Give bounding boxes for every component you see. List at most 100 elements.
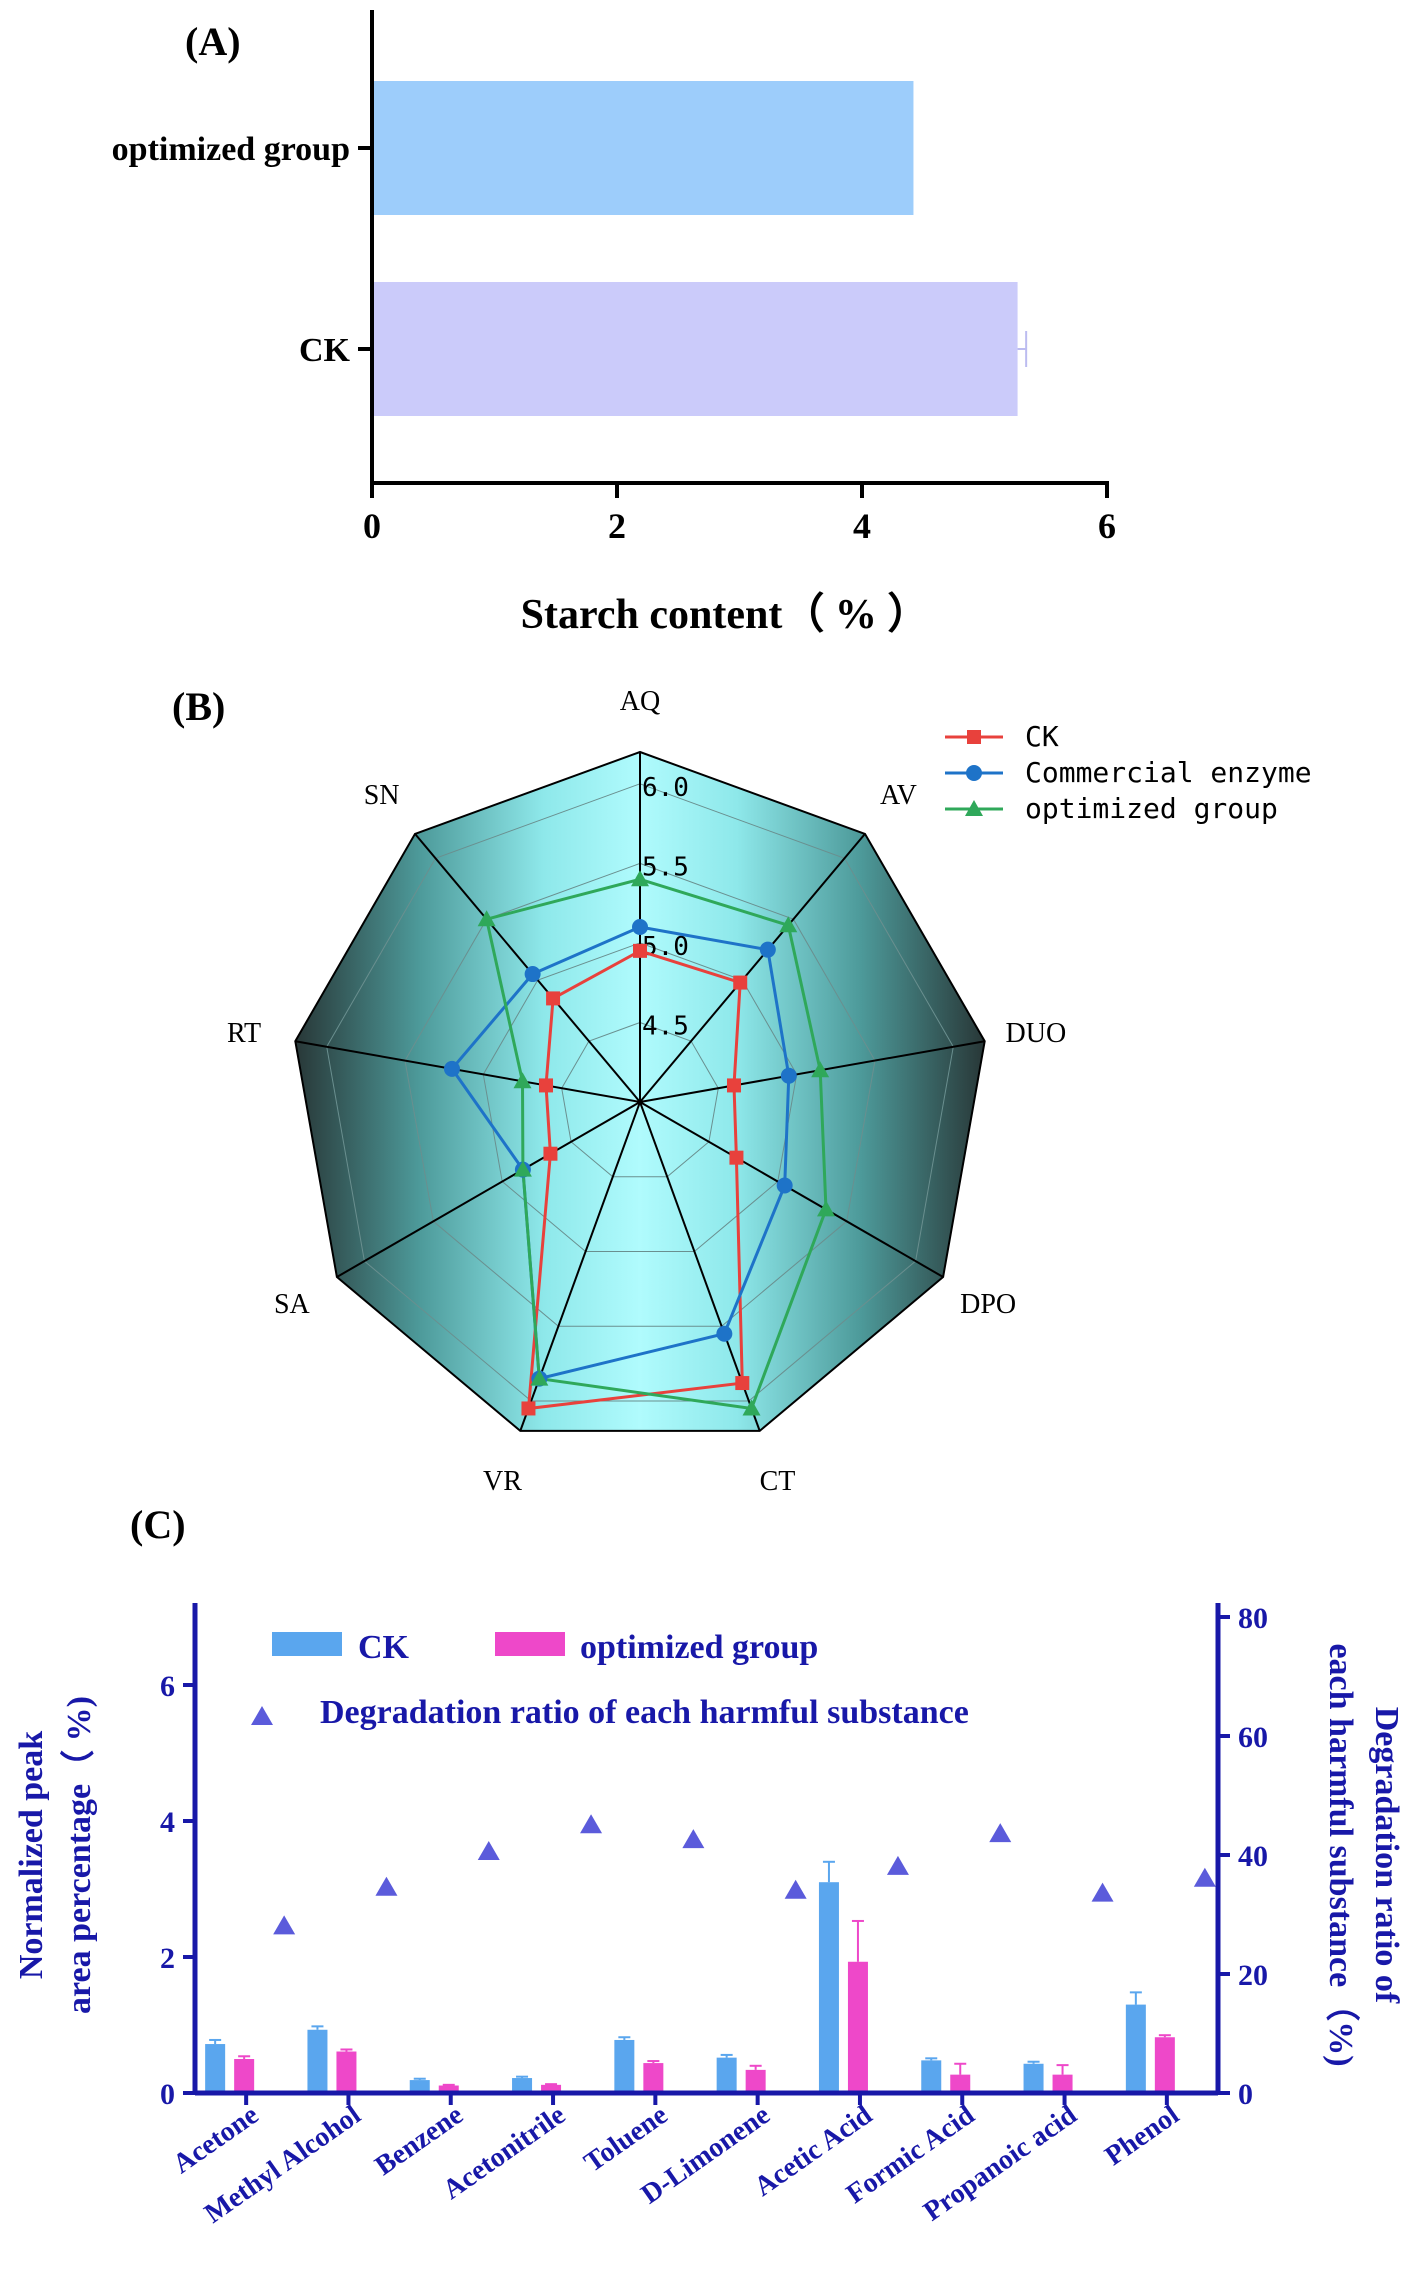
left-y-tick-label: 4 <box>160 1806 175 1839</box>
panel-a-x-axis-title: Starch content（ % ） <box>521 591 930 638</box>
data-point-ck-aq <box>633 943 647 958</box>
bar-ck-benzene <box>409 2080 430 2093</box>
right-y-tick-label: 0 <box>1238 2078 1253 2111</box>
bar-ck-toluene <box>614 2039 635 2093</box>
x-tick-label: 2 <box>608 506 626 546</box>
series-line-commercial-enzyme <box>450 925 791 1381</box>
axis-label-ct: CT <box>760 1466 796 1497</box>
degradation-point-phenol <box>1193 1867 1216 1887</box>
legend-label: CK <box>1025 720 1059 753</box>
axis-label-sn: SN <box>364 780 400 811</box>
axis-label-rt: RT <box>227 1018 261 1049</box>
data-point-optimized-group-duo <box>811 1061 830 1078</box>
bar-optimized-methyl-alcohol <box>336 2051 357 2093</box>
left-y-tick-label: 6 <box>160 1670 175 1703</box>
bar-optimized-group <box>372 81 914 215</box>
legend-label-degradation: Degradation ratio of each harmful substa… <box>320 1694 969 1731</box>
panel-b: (B) 4.55.05.56.0AQAVDUODPOCTVRSARTSNCKCo… <box>172 684 1312 1497</box>
legend-marker-degradation <box>251 1706 273 1725</box>
radial-tick-label: 6.0 <box>642 773 689 803</box>
radar-grid-ring <box>404 862 876 1327</box>
radar-spoke <box>295 1040 641 1103</box>
x-tick-label: 4 <box>853 506 871 546</box>
series-line-ck <box>526 949 744 1411</box>
right-y-tick-label: 60 <box>1238 1721 1268 1754</box>
data-point-commercial-enzyme-sn <box>524 966 541 983</box>
panel-c-label: (C) <box>130 1502 186 1547</box>
right-y-tick-label: 20 <box>1238 1959 1268 1992</box>
y-tick-label: CK <box>299 332 351 369</box>
radial-tick-label: 5.5 <box>642 852 689 882</box>
radar-grid-ring <box>326 783 954 1402</box>
data-point-optimized-group-vr <box>530 1369 549 1386</box>
data-point-ck-av <box>733 975 748 990</box>
bar-optimized-d-limonene <box>745 2069 766 2093</box>
legend-label-ck: CK <box>358 1629 410 1666</box>
data-point-ck-rt <box>538 1078 553 1093</box>
data-point-commercial-enzyme-ct <box>716 1325 733 1342</box>
axis-label-sa: SA <box>274 1289 311 1320</box>
data-point-ck-sa <box>543 1146 558 1161</box>
bar-ck-methyl-alcohol <box>307 2029 328 2093</box>
radar-grid-ring <box>561 1021 719 1178</box>
y-tick-label: optimized group <box>112 131 350 168</box>
bar-optimized-acetonitrile <box>541 2084 562 2093</box>
data-point-optimized-group-ct <box>742 1399 761 1416</box>
data-point-optimized-group-sn <box>477 910 496 927</box>
radar-spoke <box>639 1040 985 1103</box>
bar-ck <box>372 282 1018 416</box>
x-tick-label: Toluene <box>579 2099 674 2178</box>
bar-optimized-acetone <box>234 2059 255 2093</box>
data-point-commercial-enzyme-av <box>759 941 776 958</box>
right-y-axis-title: each harmful substance（%) <box>1322 1643 1361 2066</box>
bar-ck-acetonitrile <box>512 2078 533 2093</box>
data-point-commercial-enzyme-rt <box>443 1060 460 1077</box>
left-y-axis-title: Normalized peak <box>13 1731 50 1979</box>
bar-ck-acetone <box>205 2044 226 2093</box>
legend-label-optimized: optimized group <box>580 1629 818 1666</box>
bar-ck-formic-acid <box>921 2060 942 2093</box>
legend-swatch-ck <box>272 1632 342 1656</box>
degradation-point-formic-acid <box>989 1823 1012 1843</box>
panel-b-label: (B) <box>172 684 225 729</box>
data-point-optimized-group-sa <box>513 1160 532 1177</box>
bar-optimized-toluene <box>643 2063 664 2093</box>
degradation-point-methyl-alcohol <box>375 1876 398 1896</box>
bar-optimized-formic-acid <box>950 2074 971 2093</box>
data-point-optimized-group-aq <box>631 870 649 887</box>
axis-label-dpo: DPO <box>960 1289 1016 1320</box>
x-tick-label: Phenol <box>1100 2099 1186 2172</box>
bar-ck-phenol <box>1125 2004 1146 2093</box>
legend-label: optimized group <box>1025 792 1278 825</box>
legend-marker <box>966 765 982 781</box>
right-y-tick-label: 80 <box>1238 1602 1268 1635</box>
data-point-ck-sn <box>546 991 561 1006</box>
axis-label-aq: AQ <box>620 686 660 717</box>
data-point-commercial-enzyme-dpo <box>776 1177 793 1194</box>
degradation-point-acetone <box>273 1915 296 1935</box>
left-y-tick-label: 0 <box>160 2078 175 2111</box>
legend-marker <box>967 730 981 744</box>
bar-optimized-propanoic-acid <box>1052 2074 1073 2093</box>
legend-marker <box>965 800 983 816</box>
bar-ck-d-limonene <box>716 2057 737 2093</box>
degradation-point-d-limonene <box>784 1879 807 1899</box>
panel-a-label: (A) <box>185 19 241 64</box>
radial-tick-label: 4.5 <box>642 1011 689 1041</box>
right-y-axis-title: Degradation ratio of <box>1368 1707 1405 2004</box>
x-tick-label: 6 <box>1098 506 1116 546</box>
right-y-tick-label: 40 <box>1238 1840 1268 1873</box>
x-tick-label: 0 <box>363 506 381 546</box>
axis-label-duo: DUO <box>1006 1018 1067 1049</box>
data-point-optimized-group-av <box>779 916 798 933</box>
left-y-tick-label: 2 <box>160 1942 175 1975</box>
data-point-ck-duo <box>727 1078 742 1093</box>
series-line-optimized-group <box>484 877 828 1411</box>
data-point-commercial-enzyme-duo <box>780 1067 797 1084</box>
axis-label-vr: VR <box>483 1466 522 1497</box>
legend-label: Commercial enzyme <box>1025 756 1312 789</box>
degradation-point-acetonitrile <box>580 1814 603 1834</box>
